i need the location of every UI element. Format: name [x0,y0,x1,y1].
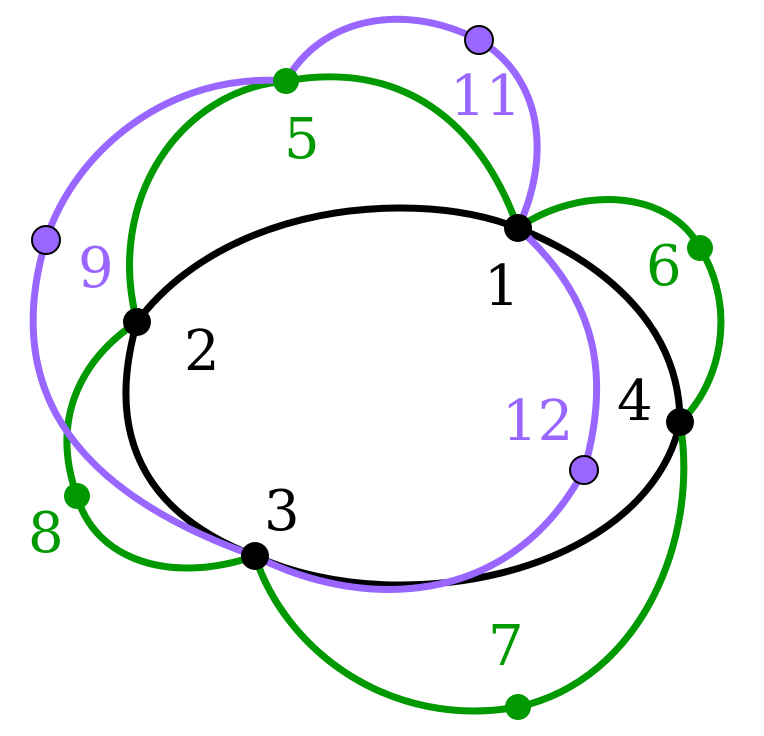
node-9 [31,225,61,255]
edge-1-4 [514,224,684,426]
edge-2-1 [133,204,522,326]
edge-5-1 [282,73,522,232]
node-11 [464,25,494,55]
label-node-11: 11 [450,64,521,129]
edge-7-3 [251,552,522,715]
label-node-8: 8 [28,501,64,566]
edge-8-2 [63,318,141,500]
label-node-12: 12 [502,389,573,454]
edge-9-3 [29,236,259,560]
edge-5-9 [42,76,290,244]
label-node-4: 4 [617,369,653,434]
label-node-5: 5 [284,107,320,172]
labels: 1 2 3 4 5 6 7 8 9 11 12 [28,64,682,679]
edge-6-4 [676,244,725,426]
edge-12-1 [514,224,601,474]
node-7 [505,694,531,720]
edge-1-11 [475,36,541,232]
edge-3-8 [73,492,259,572]
edge-11-5 [282,15,483,85]
edge-3-12 [251,466,588,593]
node-12 [569,455,599,485]
edge-2-5 [126,77,290,326]
node-8 [64,483,90,509]
edge-1-6 [514,196,704,252]
edge-4-3 [251,418,684,589]
label-node-3: 3 [264,479,300,544]
purple-edges [29,15,601,593]
node-6 [687,235,713,261]
node-1 [504,214,532,242]
label-node-9: 9 [78,236,114,301]
node-2 [123,308,151,336]
green-edges [63,73,725,715]
node-4 [666,408,694,436]
label-node-6: 6 [646,234,682,299]
edge-4-7 [514,418,688,711]
node-5 [273,68,299,94]
label-node-1: 1 [484,254,520,319]
node-3 [241,542,269,570]
label-node-7: 7 [488,614,524,679]
label-node-2: 2 [184,319,220,384]
nodes [31,25,713,720]
